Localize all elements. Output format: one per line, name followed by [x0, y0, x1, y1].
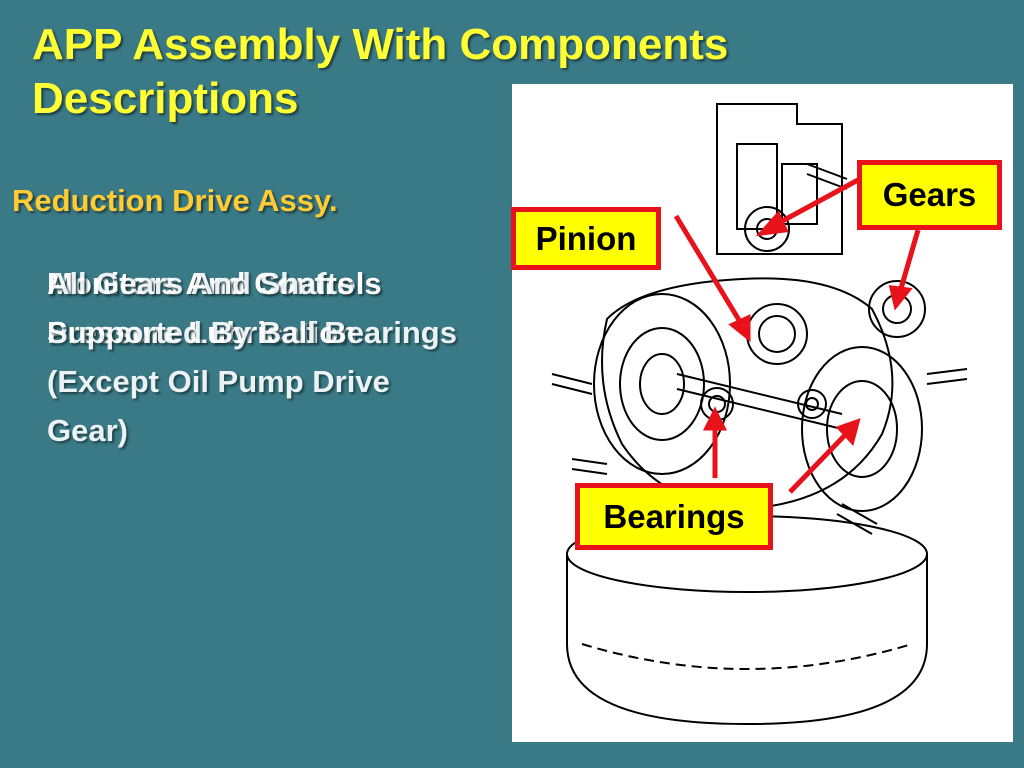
bullet-text-back: Monitors And Controls Pressure Lubricati…	[47, 266, 382, 350]
slide-title: APP Assembly With Components Description…	[32, 20, 729, 123]
gears-arrow-left	[773, 177, 860, 228]
gears-callout: Gears	[857, 160, 1002, 230]
gears-arrow-down	[897, 229, 921, 293]
bearings-arrowhead-up	[702, 406, 728, 431]
assembly-illustration	[551, 103, 968, 726]
bearings-arrow-right	[788, 430, 850, 494]
bearings-arrowhead-right	[835, 418, 861, 447]
pinion-arrow	[673, 214, 745, 327]
gears-arrowhead-left	[755, 210, 789, 237]
bullet-text-front: All Gears And Shafts Supported By Ball B…	[47, 266, 457, 448]
gears-arrowhead-down	[888, 285, 913, 311]
pinion-callout: Pinion	[511, 207, 661, 270]
pinion-arrowhead	[728, 314, 751, 343]
slide-subtitle: Reduction Drive Assy.	[12, 183, 338, 218]
bearings-callout: Bearings	[575, 483, 773, 550]
